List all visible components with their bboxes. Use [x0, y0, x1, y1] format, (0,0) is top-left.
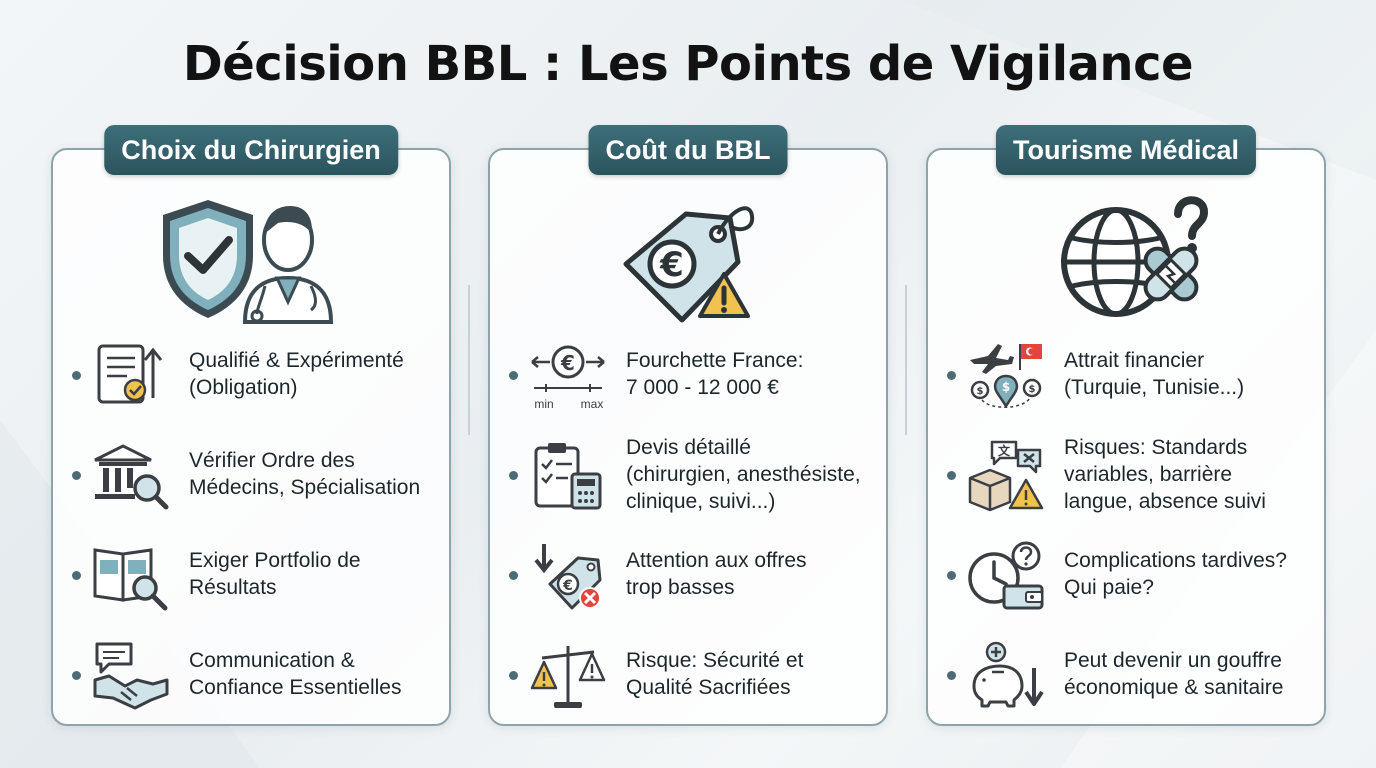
svg-text:€: €	[659, 245, 684, 285]
range-max-label: max	[581, 397, 604, 411]
list-item: Communication &Confiance Essentielles	[53, 635, 449, 715]
list-item: Qualifié & Expérimenté(Obligation)	[53, 335, 449, 415]
item-text: Communication &Confiance Essentielles	[189, 649, 402, 699]
bandage-icon	[1143, 246, 1199, 302]
price-drop-tag-icon: €	[534, 544, 602, 610]
page-title: Décision BBL : Les Points de Vigilance	[182, 36, 1194, 92]
doctor-icon	[242, 206, 334, 324]
card-surgeon-choice: Choix du Chirurgien	[51, 125, 451, 726]
item-text: Devis détaillé(chirurgien, anesthésiste,…	[626, 436, 861, 513]
bullet	[509, 371, 518, 380]
question-mark-icon	[1174, 196, 1209, 253]
portfolio-search-icon	[93, 548, 168, 611]
bullet	[72, 371, 81, 380]
balance-warning-icon	[530, 646, 606, 708]
svg-text:€: €	[560, 351, 575, 375]
plane-money-pin-icon: $ $ $	[970, 344, 1042, 409]
list-item: € min max Fourchette France:7 000 - 12 0…	[490, 335, 886, 415]
piggy-bank-down-icon	[972, 641, 1044, 708]
list-item: Complications tardives?Qui paie?	[928, 535, 1324, 615]
bullet	[947, 571, 956, 580]
svg-text:文: 文	[998, 443, 1011, 458]
item-text: Qualifié & Expérimenté(Obligation)	[189, 349, 404, 399]
list-item: Devis détaillé(chirurgien, anesthésiste,…	[490, 435, 886, 515]
svg-text:$: $	[1002, 380, 1010, 394]
column-divider	[905, 285, 907, 435]
svg-text:$: $	[1029, 384, 1036, 395]
bullet	[72, 471, 81, 480]
euro-range-icon: € min max	[531, 345, 605, 411]
hero-illustration	[163, 200, 334, 324]
range-min-label: min	[534, 397, 553, 411]
list-item: $ $ $ Attrait financier(Turquie, Tunisie…	[928, 335, 1324, 415]
euro-price-tag-icon: €	[623, 206, 755, 323]
item-text: Complications tardives?Qui paie?	[1064, 549, 1287, 599]
translate-boxes-warning-icon: 文	[968, 440, 1044, 512]
clock-wallet-question-icon	[968, 541, 1044, 610]
item-text: Attrait financier(Turquie, Tunisie...)	[1064, 349, 1245, 399]
card-heading: Tourisme Médical	[995, 125, 1257, 175]
svg-text:$: $	[977, 386, 984, 397]
hero-illustration	[1061, 196, 1209, 317]
hero-illustration: €	[623, 206, 755, 323]
card-heading: Coût du BBL	[588, 125, 788, 175]
institution-search-icon	[94, 444, 169, 510]
bullet	[509, 471, 518, 480]
bullet	[72, 571, 81, 580]
svg-text:€: €	[562, 578, 573, 594]
card-heading: Choix du Chirurgien	[104, 125, 398, 175]
clipboard-calculator-icon	[534, 443, 602, 510]
bullet	[947, 471, 956, 480]
bullet	[947, 671, 956, 680]
chat-handshake-icon	[93, 642, 169, 710]
bullet	[72, 671, 81, 680]
certificate-icon	[97, 344, 163, 404]
bullet	[509, 571, 518, 580]
bullet	[947, 371, 956, 380]
column-divider	[468, 285, 470, 435]
warning-icon	[698, 272, 750, 318]
card-medical-tourism: Tourisme Médical $	[926, 125, 1326, 726]
card-bbl-cost: Coût du BBL € € min max Four	[488, 125, 888, 726]
shield-check-icon	[163, 200, 253, 318]
bullet	[509, 671, 518, 680]
item-text: Fourchette France:7 000 - 12 000 €	[626, 349, 804, 399]
